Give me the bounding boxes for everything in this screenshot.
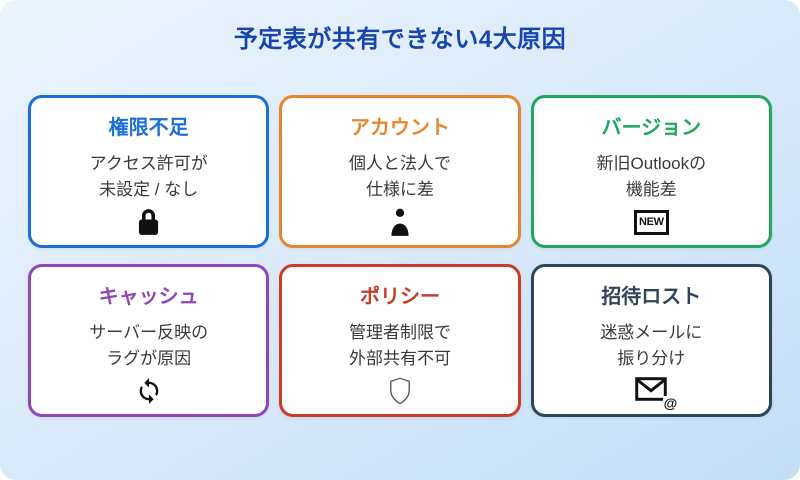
card-cache: キャッシュ サーバー反映の ラグが原因 — [28, 264, 270, 417]
card-title: 招待ロスト — [601, 286, 702, 308]
card-policy: ポリシー 管理者制限で 外部共有不可 — [279, 264, 521, 417]
new-badge-icon: NEW — [633, 207, 669, 237]
card-body-line: ラグが原因 — [106, 348, 192, 368]
card-body-line: アクセス許可が — [89, 154, 208, 173]
card-invite-lost: 招待ロスト 迷惑メールに 振り分け @ — [530, 264, 772, 417]
lock-icon — [132, 207, 166, 237]
card-account: アカウント 個人と法人で 仕様に差 — [279, 95, 521, 248]
card-body-line: 個人と法人で — [348, 154, 451, 173]
card-title: キャッシュ — [98, 286, 199, 308]
card-body-line: 外部共有不可 — [348, 348, 451, 368]
card-title: 権限不足 — [108, 117, 189, 139]
person-icon — [383, 207, 417, 237]
at-symbol: @ — [662, 394, 678, 411]
new-badge-text: NEW — [633, 209, 669, 235]
card-body-line: 未設定 / なし — [99, 179, 199, 199]
card-body-line: 仕様に差 — [365, 179, 434, 199]
card-permission: 権限不足 アクセス許可が 未設定 / なし — [28, 95, 270, 248]
card-title: バージョン — [601, 117, 702, 139]
shield-icon — [383, 376, 417, 406]
card-body-line: 機能差 — [625, 179, 677, 199]
sync-icon — [132, 376, 166, 406]
card-body-line: 新旧Outlookの — [596, 154, 707, 173]
card-title: アカウント — [349, 117, 450, 139]
page-title: 予定表が共有できない4大原因 — [233, 26, 567, 53]
card-body-line: 迷惑メールに — [600, 323, 703, 342]
card-body-line: 振り分け — [617, 348, 686, 368]
card-title: ポリシー — [359, 286, 440, 308]
mail-at-icon: @ — [634, 376, 678, 410]
causes-grid: 権限不足 アクセス許可が 未設定 / なし アカウント 個人と法人で 仕様に差 — [28, 95, 772, 417]
card-version: バージョン 新旧Outlookの 機能差 NEW — [530, 95, 772, 248]
card-body-line: サーバー反映の — [89, 323, 209, 342]
card-body-line: 管理者制限で — [348, 323, 451, 342]
